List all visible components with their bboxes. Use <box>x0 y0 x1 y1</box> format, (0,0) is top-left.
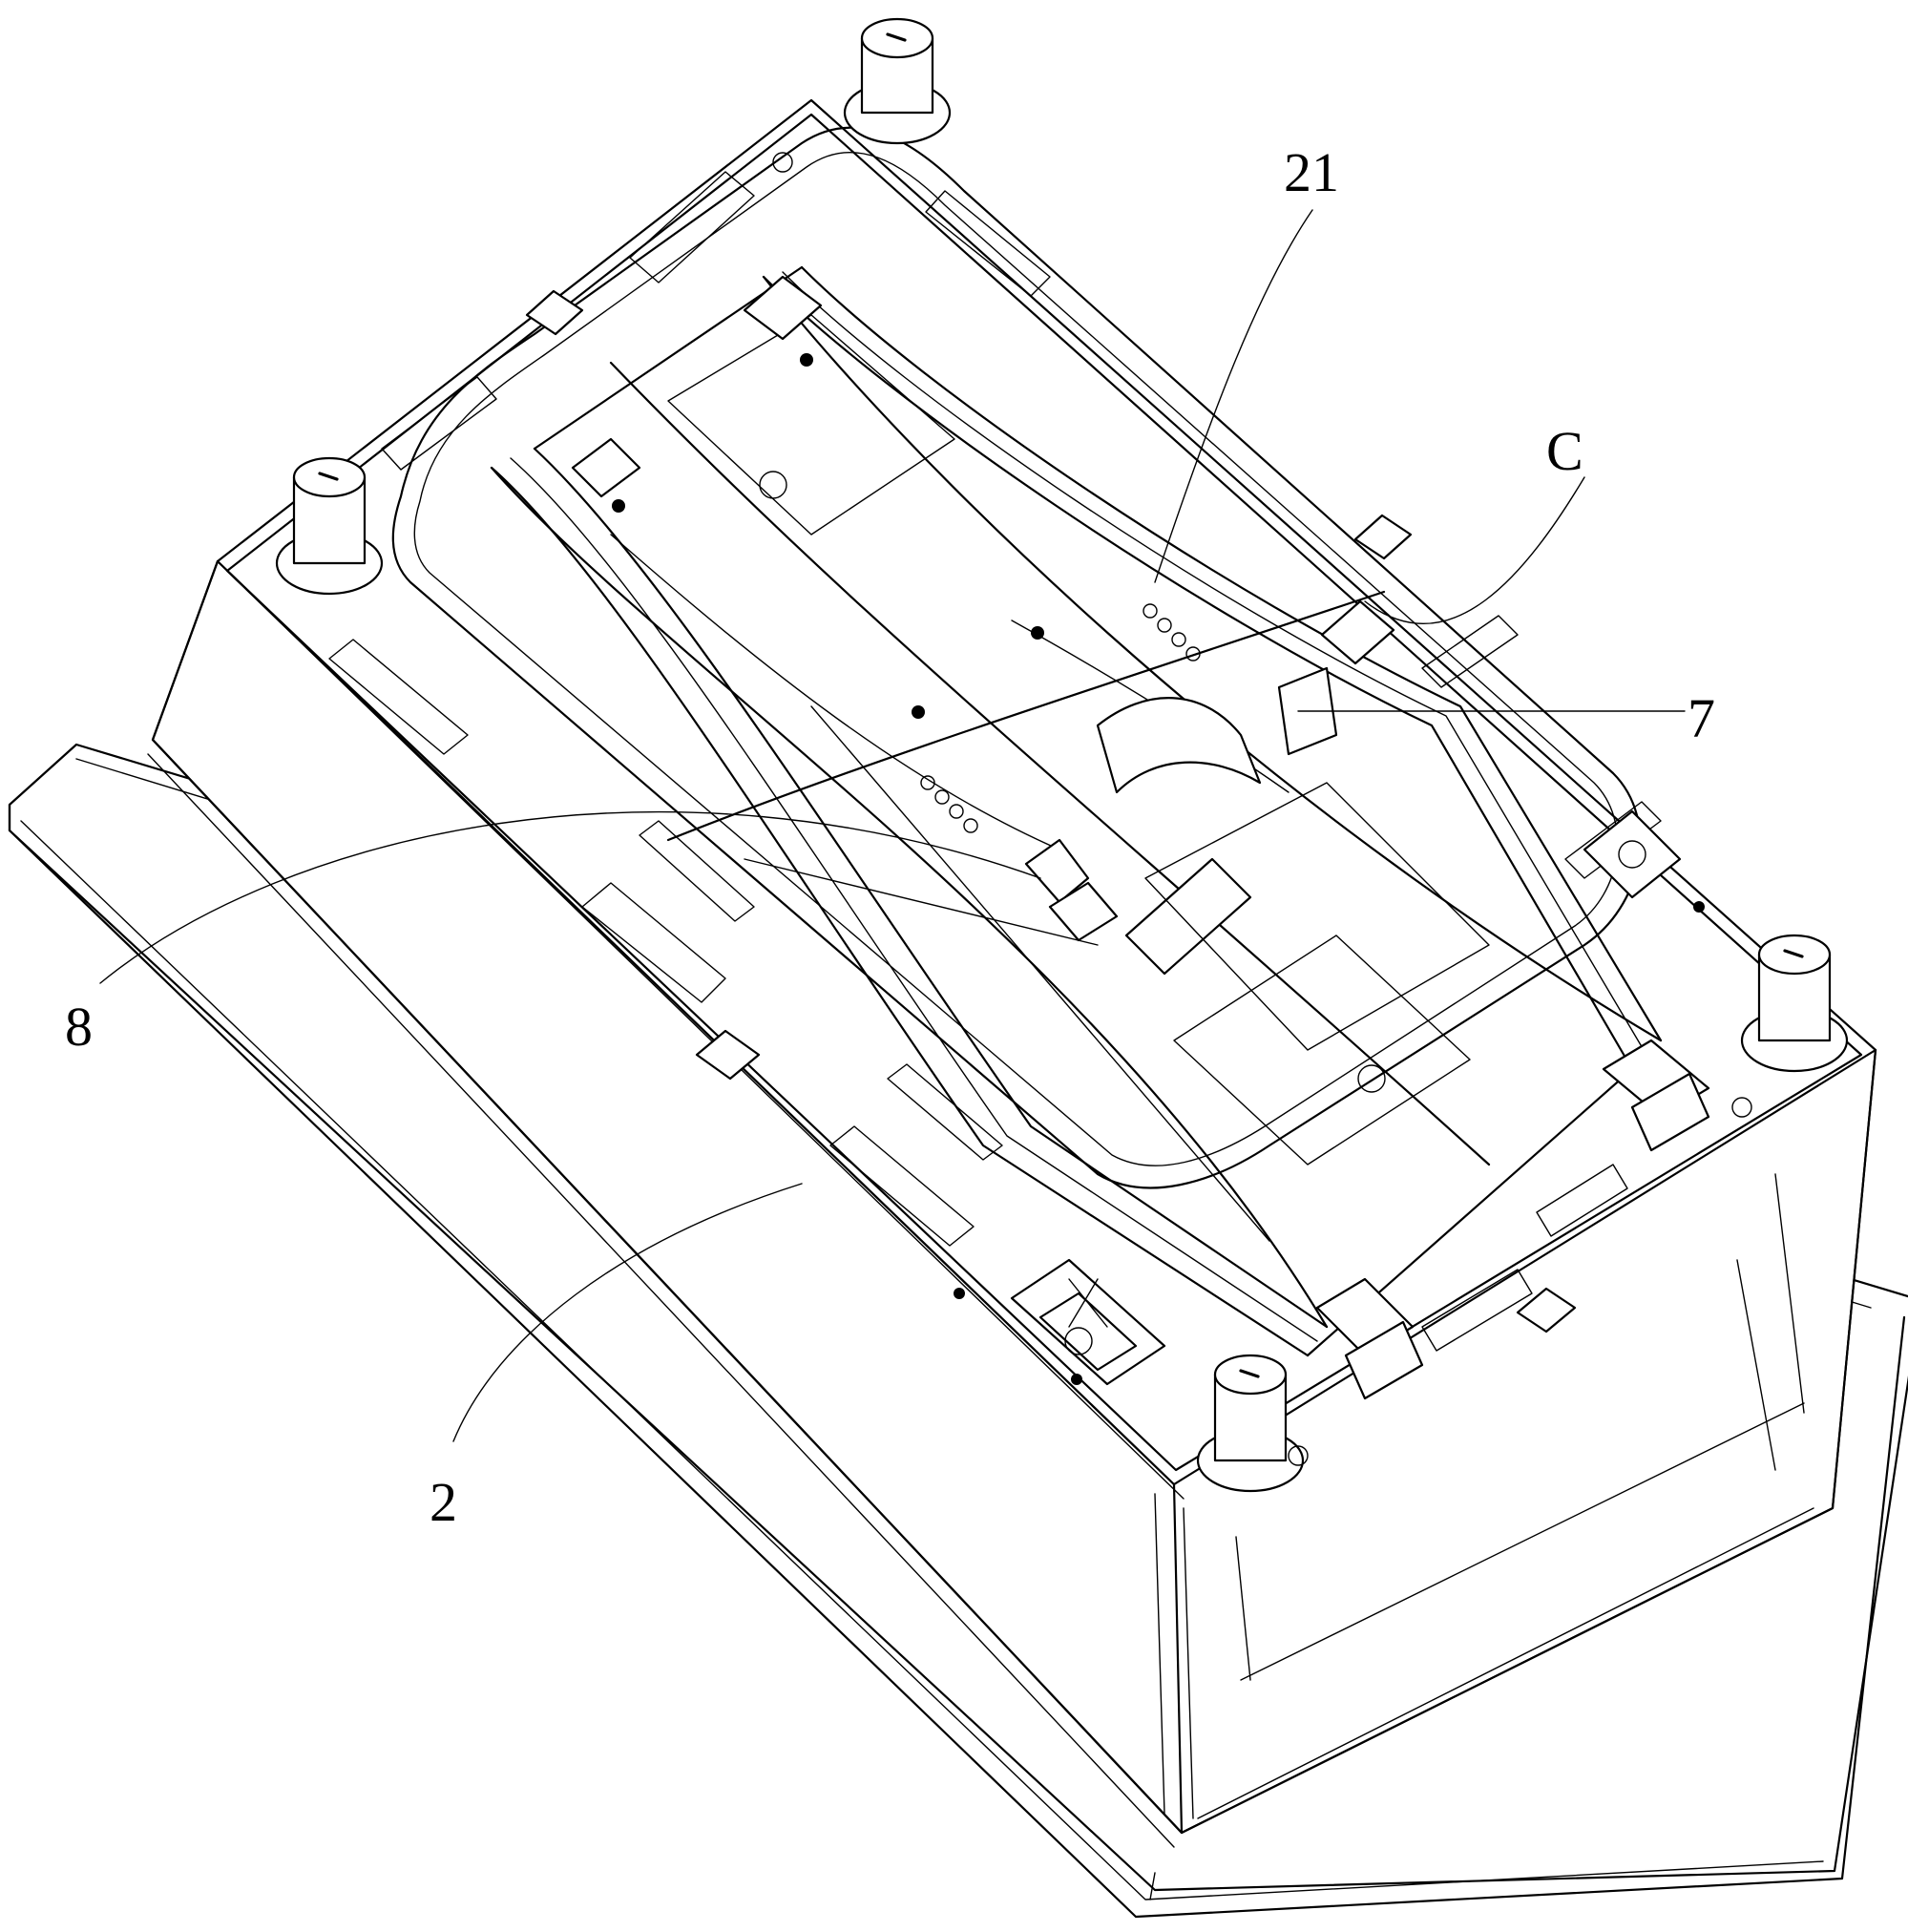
label-7: 7 <box>1688 687 1715 749</box>
leader-c <box>1365 477 1584 623</box>
guide-pillar-top <box>845 19 950 143</box>
label-21: 21 <box>1284 141 1339 203</box>
label-c: C <box>1546 420 1583 482</box>
label-8: 8 <box>65 996 93 1058</box>
label-2: 2 <box>430 1471 457 1533</box>
